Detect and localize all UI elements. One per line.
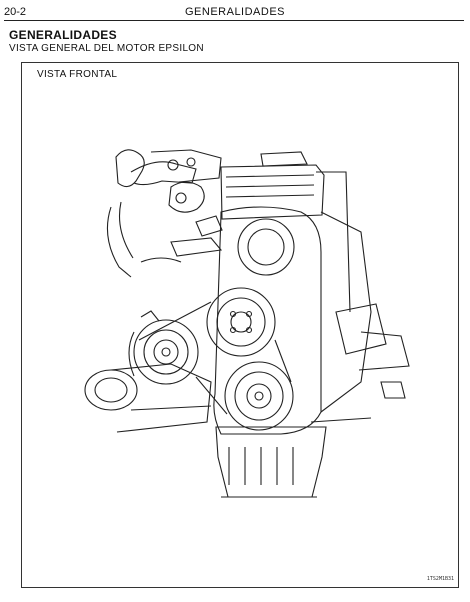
crankshaft-pulley <box>224 361 294 431</box>
valve-cover <box>220 151 351 313</box>
timing-belt-cover <box>213 206 322 435</box>
page-number: 20-2 <box>4 6 27 18</box>
drawing-code: 1TS2M1B31 <box>426 576 454 582</box>
running-header-title: GENERALIDADES <box>184 6 286 18</box>
engine-block <box>310 211 410 423</box>
water-pump-pulley <box>206 287 276 357</box>
section-title: GENERALIDADES <box>9 28 117 42</box>
intake-manifold <box>106 149 223 278</box>
ac-compressor <box>84 363 212 433</box>
engine-front-view-drawing <box>84 149 410 498</box>
drive-belt <box>138 301 292 415</box>
view-label: VISTA FRONTAL <box>37 69 118 80</box>
header-rule <box>4 20 464 21</box>
section-subtitle: VISTA GENERAL DEL MOTOR EPSILON <box>9 43 204 54</box>
figure-frame <box>21 62 459 588</box>
alternator <box>128 310 199 385</box>
oil-pan <box>215 426 327 498</box>
